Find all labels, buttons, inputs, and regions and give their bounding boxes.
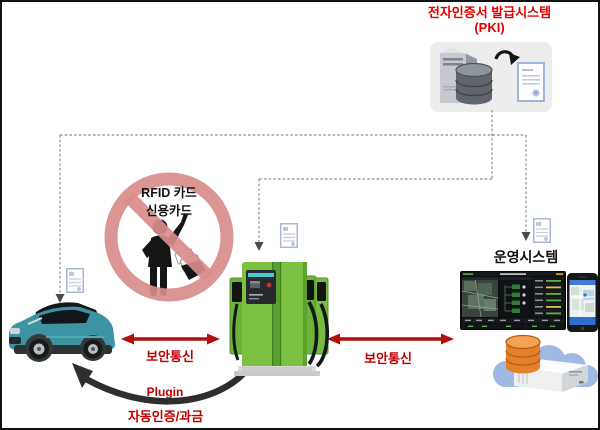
dashboard-monitor-image <box>460 271 566 330</box>
pki-title-line1: 전자인증서 발급시스템 <box>427 5 552 20</box>
ev-charger-image <box>228 258 329 378</box>
curved-sync-arrow-icon <box>494 50 520 65</box>
charger-certificate-icon <box>280 223 298 248</box>
prohibition-line2: 신용카드 <box>145 204 192 218</box>
car-certificate-icon <box>66 268 84 293</box>
no-card-sign-graphics <box>104 172 234 302</box>
arrowhead-to-car <box>55 294 65 303</box>
arrowhead-to-charger <box>254 242 264 251</box>
prohibition-line1: RFID 카드 <box>141 186 197 200</box>
prohibition-sign <box>97 165 241 309</box>
pki-title-line2: (PKI) <box>474 20 505 35</box>
prohibition-ring <box>104 172 234 302</box>
certificate-icon <box>517 62 545 102</box>
plugin-label: Plugin <box>146 385 184 399</box>
prohibition-text: RFID 카드 신용카드 <box>128 184 210 220</box>
arrowhead-to-ops <box>521 232 531 241</box>
secure-comm-label-left: 보안통신 <box>146 349 194 364</box>
pki-system-box <box>430 42 552 112</box>
server-database-icon <box>440 47 493 105</box>
cloud-server-group <box>484 332 598 394</box>
ops-certificate-icon <box>533 218 551 243</box>
pki-box-graphics <box>440 47 545 105</box>
ev-car-image <box>6 297 120 367</box>
secure-comm-label-right: 보안통신 <box>364 351 412 366</box>
auto-auth-billing-label: 자동인증/과금 <box>127 409 204 424</box>
database-icon <box>505 334 541 374</box>
ops-title: 운영시스템 <box>493 249 559 265</box>
smartphone-image <box>567 273 598 332</box>
pki-title: 전자인증서 발급시스템 (PKI) <box>417 5 562 35</box>
plugin-curve-arrowhead <box>72 363 93 388</box>
